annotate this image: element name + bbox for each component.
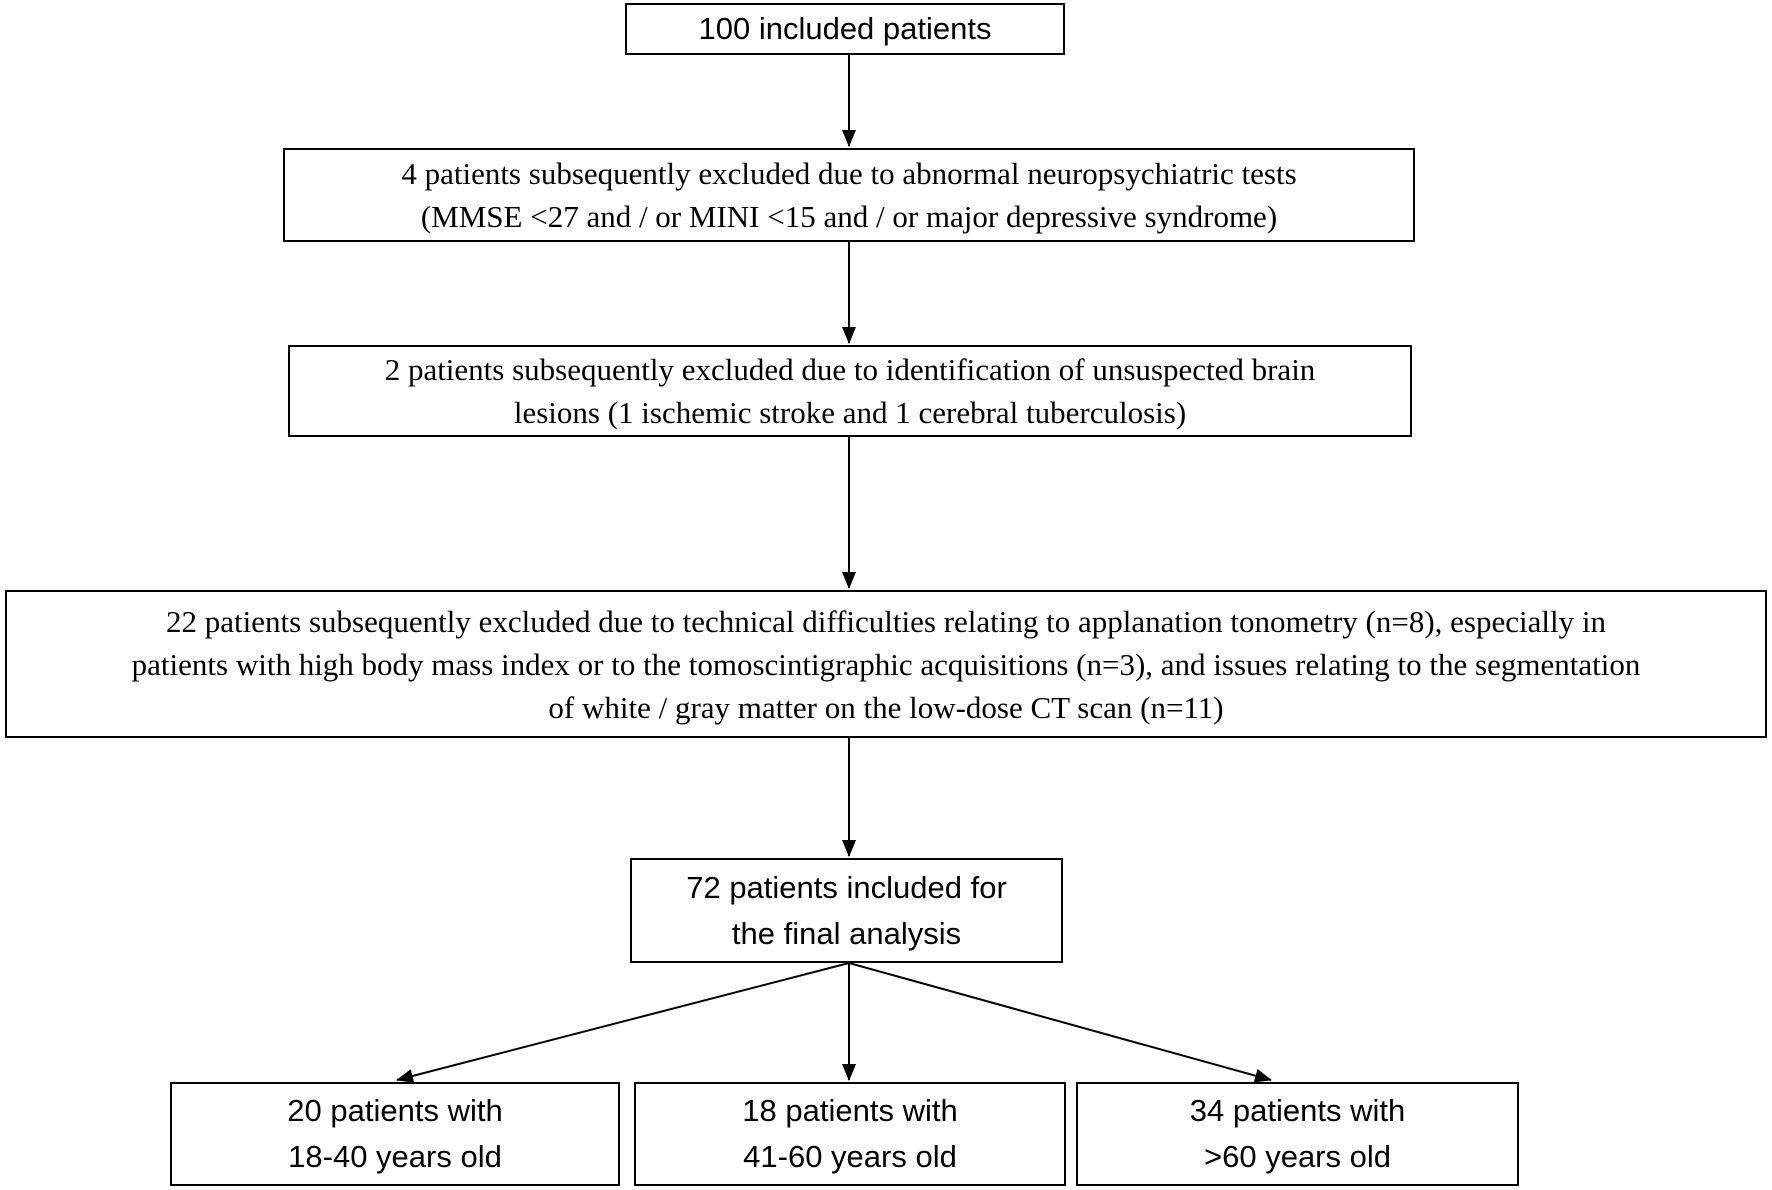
node-included-patients-text: 100 included patients	[698, 11, 992, 46]
node-final-analysis: 72 patients included for the final analy…	[630, 858, 1063, 963]
node-excluded-brain-lesions: 2 patients subsequently excluded due to …	[288, 345, 1412, 437]
node-excluded-technical-line-1: 22 patients subsequently excluded due to…	[166, 603, 1606, 639]
node-age-over-60: 34 patients with >60 years old	[1076, 1082, 1519, 1186]
node-age-41-60-line-1: 18 patients with	[742, 1093, 958, 1128]
arrow-final-to-age-18-40	[396, 962, 850, 1083]
node-age-over-60-line-2: >60 years old	[1204, 1139, 1391, 1174]
node-excluded-brain-lesions-line-1: 2 patients subsequently excluded due to …	[384, 352, 1316, 387]
node-age-18-40-line-2: 18-40 years old	[288, 1139, 502, 1174]
node-age-18-40-line-1: 20 patients with	[287, 1093, 503, 1128]
node-excluded-neuropsychiatric: 4 patients subsequently excluded due to …	[283, 148, 1415, 242]
node-age-over-60-line-1: 34 patients with	[1189, 1093, 1406, 1128]
node-excluded-technical-line-2: patients with high body mass index or to…	[131, 646, 1641, 682]
node-excluded-neuropsychiatric-line-1: 4 patients subsequently excluded due to …	[401, 156, 1297, 191]
node-age-41-60-line-2: 41-60 years old	[743, 1139, 957, 1174]
arrow-final-to-age-over-60	[848, 962, 1272, 1083]
node-excluded-technical: 22 patients subsequently excluded due to…	[5, 590, 1767, 738]
node-age-18-40: 20 patients with 18-40 years old	[170, 1082, 620, 1186]
node-excluded-neuropsychiatric-line-2: (MMSE <27 and / or MINI <15 and / or maj…	[420, 199, 1278, 234]
node-age-41-60: 18 patients with 41-60 years old	[634, 1082, 1066, 1186]
node-final-analysis-line-2: the final analysis	[731, 915, 962, 951]
node-final-analysis-line-1: 72 patients included for	[686, 869, 1007, 905]
node-excluded-brain-lesions-line-2: lesions (1 ischemic stroke and 1 cerebra…	[513, 395, 1187, 430]
node-excluded-technical-line-3: of white / gray matter on the low-dose C…	[548, 689, 1224, 725]
node-included-patients: 100 included patients	[625, 3, 1065, 55]
